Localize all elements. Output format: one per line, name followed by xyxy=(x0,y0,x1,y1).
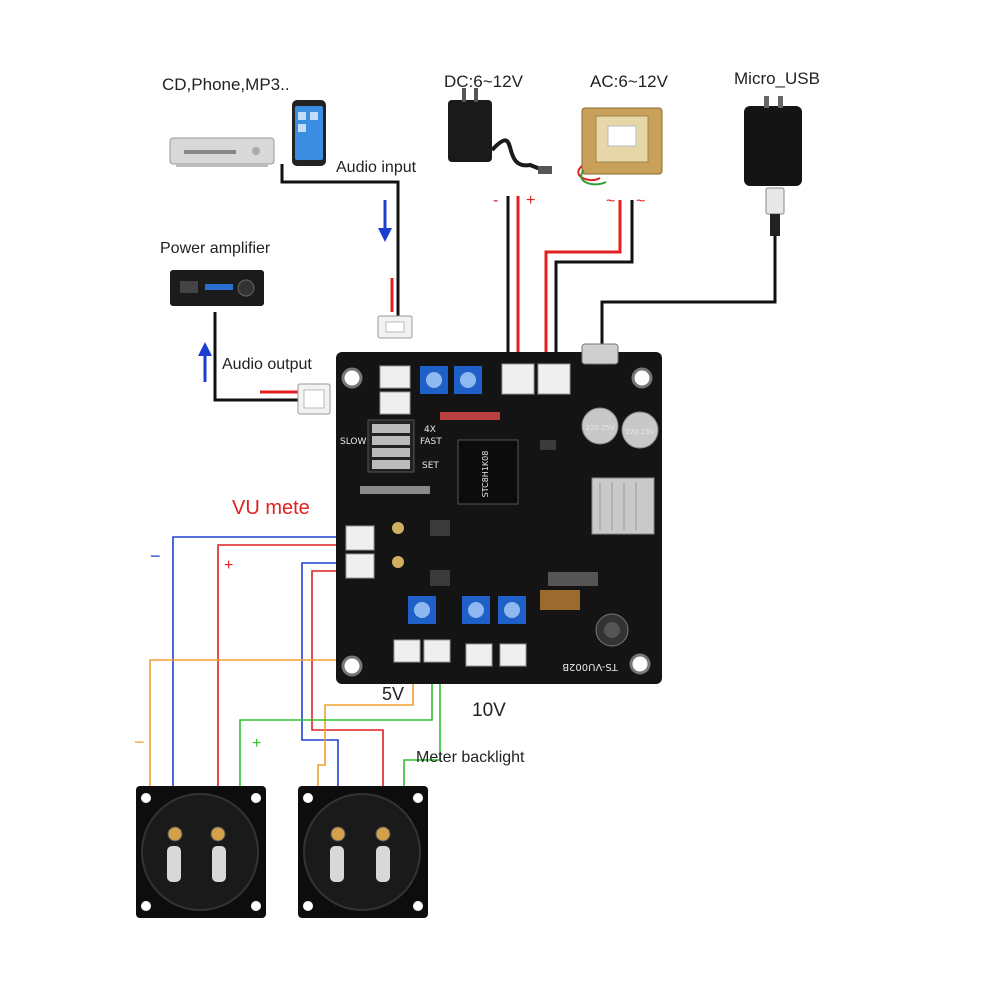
ac-input-jack[interactable] xyxy=(537,363,571,395)
backlight-orange-wire-2 xyxy=(317,668,414,856)
power-amplifier-label: Power amplifier xyxy=(160,240,271,257)
audio-input-label: Audio input xyxy=(336,159,417,176)
audio-in-jack[interactable] xyxy=(379,365,411,389)
capacitor-icon: 220 25V xyxy=(621,411,659,449)
power-amplifier-icon xyxy=(170,270,264,306)
audio-out-jack[interactable] xyxy=(379,391,411,415)
led-jack-left[interactable] xyxy=(465,643,493,667)
backlight-10v-jack[interactable] xyxy=(423,639,451,663)
dc-minus-label: - xyxy=(493,192,498,209)
vu-minus-label: − xyxy=(150,546,161,566)
mount-hole xyxy=(631,367,653,389)
mode-fast-label: FAST xyxy=(420,437,442,447)
pcb-board: STC8H1K08 220 25V 220 25V xyxy=(336,343,662,684)
usb-charger-icon xyxy=(744,96,802,236)
usb-label: Micro_USB xyxy=(734,69,820,88)
backlight-minus-label: − xyxy=(134,732,145,752)
input-level-pot-1[interactable] xyxy=(420,366,448,394)
board-model-label: TS-VU002B xyxy=(562,661,619,672)
mount-hole xyxy=(341,367,363,389)
vu-meter-left xyxy=(136,786,266,918)
5v-label: 5V xyxy=(382,684,404,704)
usb-wire xyxy=(600,236,777,346)
dc-adapter-icon xyxy=(448,88,552,174)
10v-label: 10V xyxy=(472,700,506,721)
dc-label: DC:6~12V xyxy=(444,72,524,91)
mount-hole xyxy=(629,653,651,675)
ac-wire-red xyxy=(544,200,622,360)
trim-pot-3[interactable] xyxy=(498,596,526,624)
phone-icon xyxy=(292,100,326,166)
micro-usb-port[interactable] xyxy=(581,343,619,365)
arrow-down-icon xyxy=(378,200,392,242)
mcu-chip: STC8H1K08 xyxy=(457,439,519,505)
ac-label: AC:6~12V xyxy=(590,72,669,91)
ac-transformer-icon xyxy=(577,107,663,186)
ac-wire-black xyxy=(554,200,634,360)
chip-label: STC8H1K08 xyxy=(481,451,490,498)
cap-label: 220 25V xyxy=(625,428,654,436)
capacitor-icon: 220 25V xyxy=(581,407,619,445)
vu-meter-jack-1[interactable] xyxy=(345,525,375,551)
dc-input-jack[interactable] xyxy=(501,363,535,395)
vu-red-wire-2 xyxy=(311,570,384,834)
inductor-icon xyxy=(595,613,629,647)
audio-output-wire xyxy=(213,312,300,402)
vu-meter-jack-2[interactable] xyxy=(345,553,375,579)
dc-plus-label: + xyxy=(526,192,535,209)
audio-input-wire xyxy=(280,164,400,318)
sources-label: CD,Phone,MP3.. xyxy=(162,75,290,94)
dip-switch[interactable] xyxy=(367,419,415,473)
vu-meter-label: VU mete xyxy=(232,497,310,519)
trim-pot-2[interactable] xyxy=(462,596,490,624)
vu-red-wire-1 xyxy=(217,544,345,834)
audio-output-label: Audio output xyxy=(222,356,312,373)
vu-blue-wire-2 xyxy=(301,562,345,834)
led-jack-right[interactable] xyxy=(499,643,527,667)
vu-terminal-icon xyxy=(330,826,346,842)
vu-terminal-icon xyxy=(210,826,226,842)
heatsink-icon xyxy=(591,477,655,535)
smd-components xyxy=(360,412,598,610)
vu-blue-wire-1 xyxy=(172,536,345,834)
mode-set-label: SET xyxy=(422,461,439,471)
arrow-up-icon xyxy=(198,342,212,382)
backlight-5v-jack[interactable] xyxy=(393,639,421,663)
vu-terminal-icon xyxy=(167,826,183,842)
cap-label: 220 25V xyxy=(585,424,614,432)
audio-output-connector-icon xyxy=(297,383,331,415)
ac-tilde-2: ~ xyxy=(636,193,645,210)
input-level-pot-2[interactable] xyxy=(454,366,482,394)
mode-4x-label: 4X xyxy=(424,425,436,435)
signal-arrows xyxy=(198,200,392,382)
meter-backlight-label: Meter backlight xyxy=(416,749,525,766)
vu-terminal-icon xyxy=(375,826,391,842)
backlight-plus-label: + xyxy=(252,735,261,752)
mode-slow-label: SLOW xyxy=(340,437,366,447)
ac-tilde-1: ~ xyxy=(606,193,615,210)
vu-plus-label: + xyxy=(224,557,233,574)
trim-pot-1[interactable] xyxy=(408,596,436,624)
audio-input-connector-icon xyxy=(377,315,413,339)
vu-meter-right xyxy=(298,786,428,918)
cd-player-icon xyxy=(169,137,275,167)
mount-hole xyxy=(341,655,363,677)
